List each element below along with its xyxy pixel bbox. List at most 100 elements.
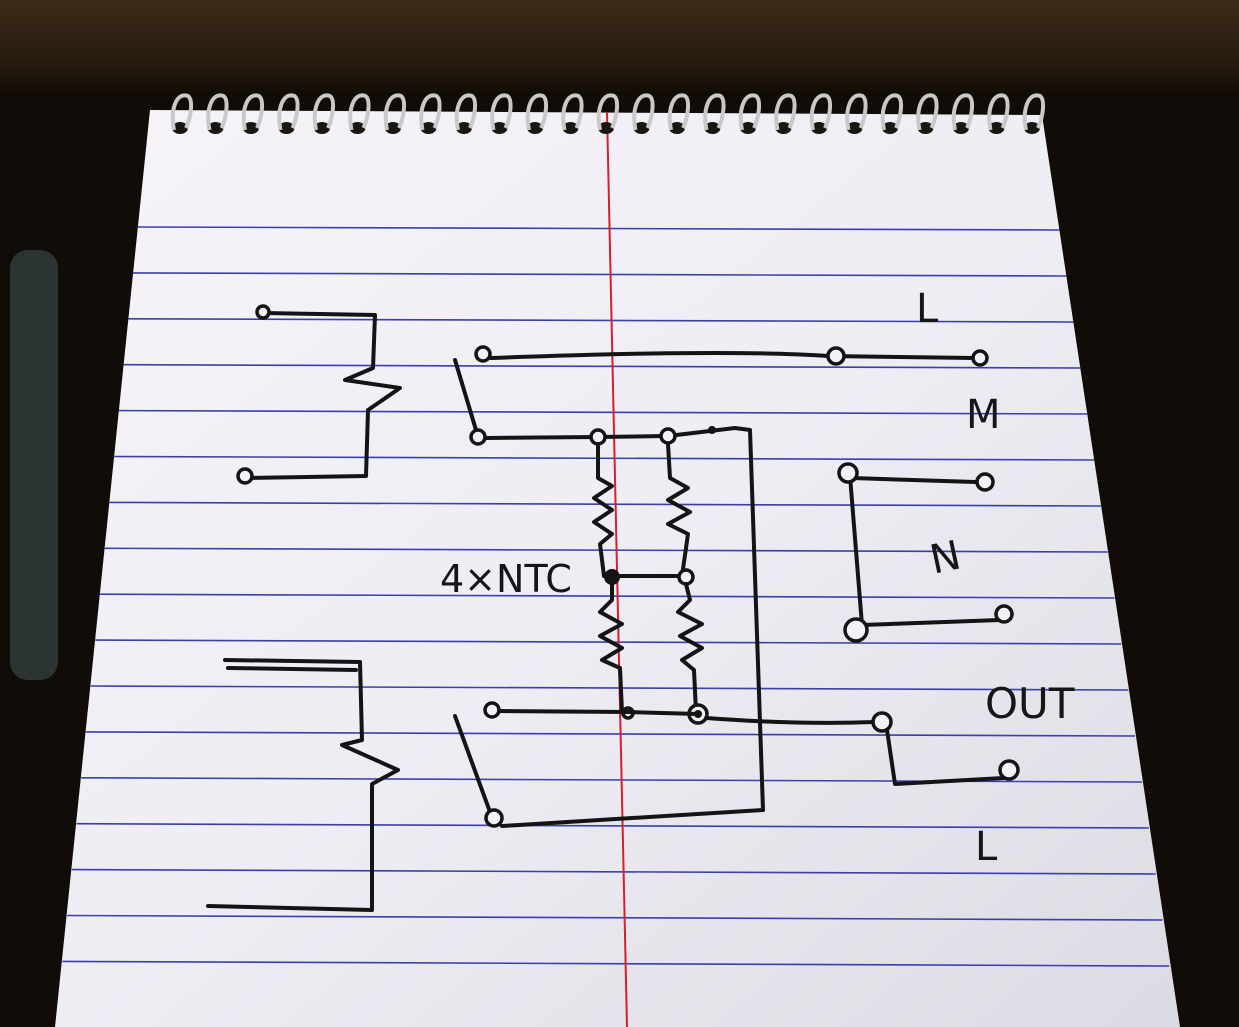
relay-coil-bottom-double	[226, 666, 358, 672]
rule-line	[123, 363, 1081, 369]
spiral-hole	[278, 122, 295, 134]
node-3	[708, 426, 716, 434]
rule-line	[104, 547, 1108, 553]
spiral-hole	[491, 122, 508, 134]
rule-line	[133, 272, 1067, 277]
l-line-wire	[489, 350, 977, 360]
rule-line	[114, 455, 1094, 461]
node-2	[659, 427, 677, 445]
terminal-n-2	[975, 472, 995, 492]
terminal-l-right	[971, 349, 989, 367]
spiral-hole	[598, 122, 614, 134]
wood-edge	[0, 0, 1239, 95]
spiral-binding	[170, 93, 1046, 134]
spiral-ring	[880, 93, 904, 131]
label-l-bottom: L	[975, 824, 998, 870]
spiral-hole	[172, 122, 188, 134]
rule-line	[71, 868, 1156, 875]
rule-line	[76, 822, 1149, 829]
spiral-hole	[314, 122, 330, 134]
rule-line	[118, 409, 1088, 415]
spiral-ring	[987, 93, 1010, 131]
spiral-ring	[667, 93, 691, 131]
marker-pen	[10, 250, 58, 680]
rule-line	[128, 317, 1074, 323]
spiral-ring	[419, 93, 442, 131]
spiral-hole	[953, 122, 969, 134]
coil-top-terminal-1	[255, 304, 271, 320]
terminal-l-bottom	[998, 759, 1020, 781]
spiral-hole	[456, 122, 472, 134]
spiral-ring	[703, 93, 726, 131]
top-bus-wire	[484, 426, 765, 812]
ntc-1	[592, 442, 614, 578]
spiral-ring	[774, 93, 797, 131]
ntc-3	[598, 582, 624, 714]
spiral-ring	[312, 93, 336, 131]
switch-bottom-contact	[483, 701, 501, 719]
spiral-hole	[988, 122, 1005, 134]
spiral-hole	[775, 122, 792, 134]
terminal-n-3	[843, 617, 869, 643]
terminal-l-mid	[826, 346, 846, 366]
spiral-ring	[951, 93, 975, 131]
rule-line	[67, 914, 1163, 921]
spiral-hole	[420, 122, 437, 134]
spiral-ring	[738, 93, 762, 131]
margin-line	[606, 111, 628, 1027]
rule-line	[137, 226, 1060, 231]
spiral-hole	[882, 122, 898, 134]
node-5	[677, 568, 695, 586]
node-4	[604, 569, 620, 585]
spiral-hole	[704, 122, 721, 134]
spiral-ring	[490, 93, 513, 131]
spiral-hole	[243, 122, 259, 134]
switch-top-contact	[474, 345, 492, 363]
spiral-hole	[349, 122, 366, 134]
spiral-hole	[207, 122, 224, 134]
coil-top-terminal-2	[236, 467, 254, 485]
relay-coil-bottom	[206, 658, 400, 912]
spiral-hole	[385, 122, 401, 134]
n-top-wire	[850, 476, 977, 484]
terminal-out	[871, 711, 893, 733]
out-l-wire	[885, 728, 1006, 786]
spiral-hole	[846, 122, 863, 134]
terminal-n-1	[837, 462, 859, 484]
spiral-ring	[170, 93, 194, 131]
rule-line	[90, 685, 1129, 691]
spiral-ring	[632, 93, 655, 131]
spiral-ring	[561, 93, 584, 131]
label-m: M	[966, 392, 1001, 438]
rule-line	[62, 960, 1170, 967]
lower-switch-wire	[496, 709, 700, 716]
spiral-ring	[206, 93, 229, 131]
label-ntc: 4×NTC	[440, 557, 572, 601]
spiral-hole	[527, 122, 543, 134]
terminal-n-4	[994, 604, 1014, 624]
spiral-ring	[596, 93, 620, 131]
switch-bottom-pivot	[484, 808, 504, 828]
spiral-ring	[348, 93, 371, 131]
spiral-hole	[669, 122, 685, 134]
rule-line	[85, 731, 1136, 737]
spiral-ring	[1022, 93, 1046, 131]
spiral-ring	[277, 93, 300, 131]
spiral-hole	[811, 122, 827, 134]
spiral-hole	[633, 122, 650, 134]
spiral-hole	[1024, 122, 1040, 134]
spiral-ring	[845, 93, 868, 131]
node-1	[589, 428, 607, 446]
spiral-ring	[809, 93, 833, 131]
label-out: OUT	[985, 679, 1075, 728]
spiral-hole	[917, 122, 934, 134]
spiral-ring	[241, 93, 265, 131]
spiral-hole	[562, 122, 579, 134]
label-l-top: L	[916, 286, 939, 332]
ntc-4	[676, 582, 704, 714]
spiral-ring	[525, 93, 549, 131]
spiral-hole	[740, 122, 756, 134]
switch-top	[453, 358, 478, 432]
spiral-ring	[916, 93, 939, 131]
relay-coil-top	[242, 311, 402, 480]
